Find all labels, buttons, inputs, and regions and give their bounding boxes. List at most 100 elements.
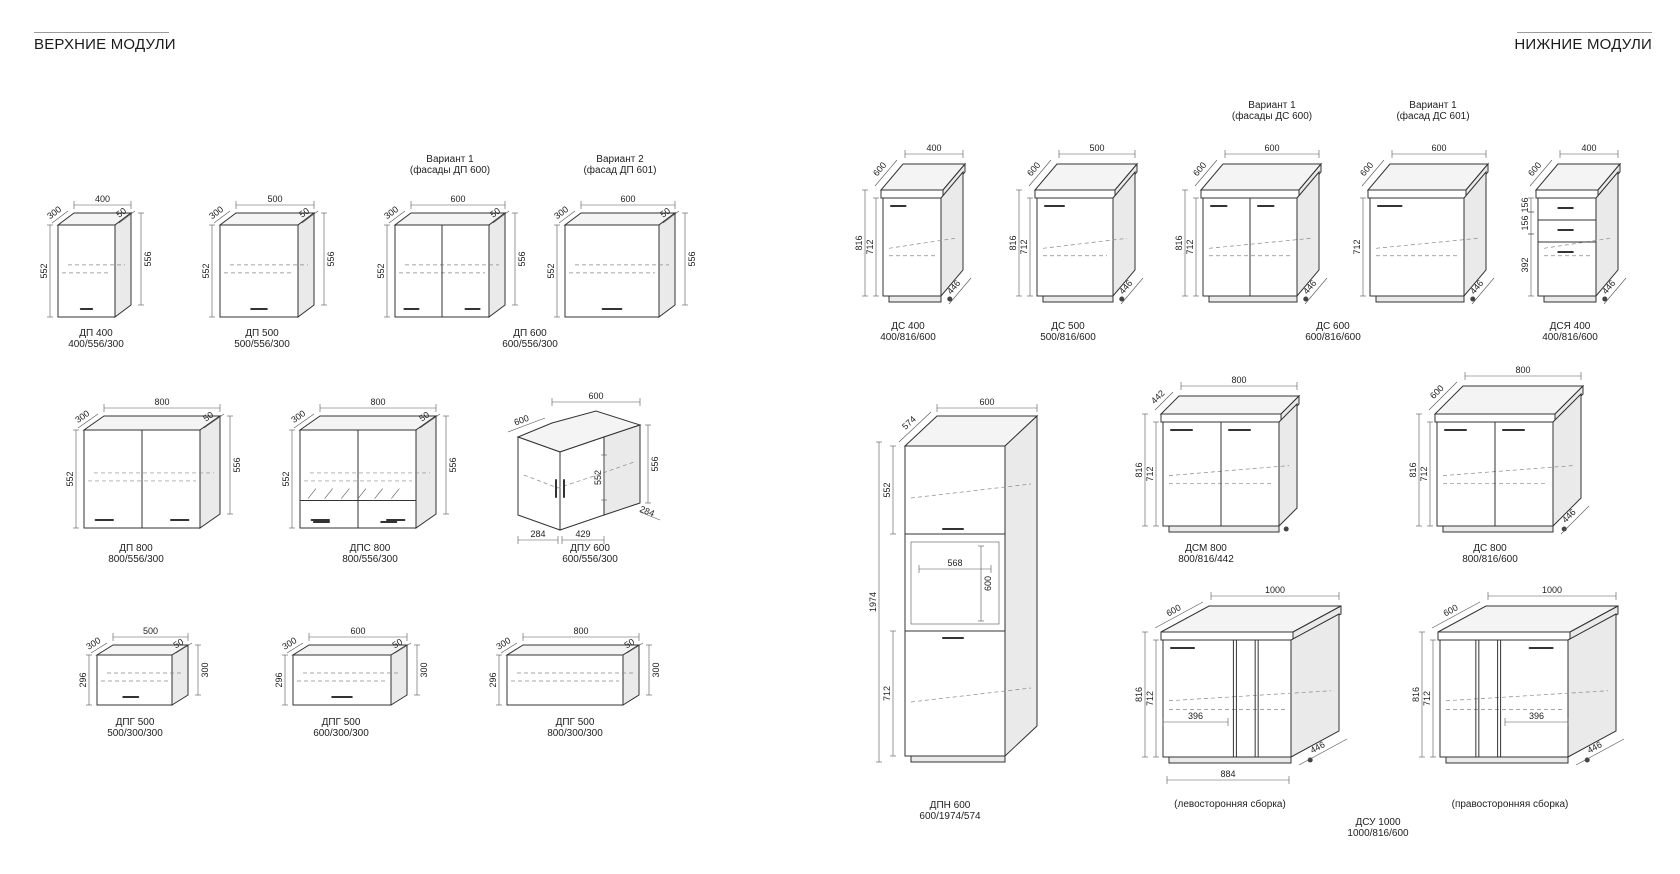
- dimension-label: 712: [882, 686, 892, 701]
- cabinet-top: [298, 415, 438, 431]
- dimension-label: 50: [114, 206, 128, 220]
- dimension-label: 712: [865, 239, 875, 254]
- dimension-label: 50: [201, 410, 215, 424]
- dimension-label: 600: [620, 194, 635, 204]
- dimension-label: 50: [297, 206, 311, 220]
- glass-hatch: [357, 488, 367, 499]
- module-caption: 600/556/300: [562, 554, 618, 565]
- module-caption: 400/556/300: [68, 339, 124, 350]
- dimension-label: 600: [1428, 383, 1446, 401]
- countertop-edge: [1160, 631, 1294, 641]
- module-caption: 800/300/300: [547, 728, 603, 739]
- dimension-label: 400: [95, 194, 110, 204]
- countertop-top: [1159, 395, 1301, 415]
- dimension-label: 50: [488, 206, 502, 220]
- dimension-label: 552: [546, 263, 556, 278]
- dimension-line: [1529, 159, 1553, 187]
- shelf-line: [1445, 690, 1609, 702]
- cabinet-front: [292, 654, 392, 706]
- module-caption: ДП 600: [513, 328, 547, 339]
- dimension-label: 600: [1025, 160, 1042, 178]
- dimension-label: 300: [73, 408, 91, 425]
- module-caption: ДП 400: [79, 328, 113, 339]
- dimension-label: 552: [39, 263, 49, 278]
- dimension-line: [1560, 505, 1590, 535]
- cabinet-top: [291, 644, 409, 656]
- module-caption: Вариант 2: [596, 154, 644, 165]
- dimension-label: 400: [926, 143, 941, 153]
- dimension-line: [1471, 277, 1495, 305]
- dimension-label: 556: [687, 251, 697, 266]
- cabinet-leg: [1283, 526, 1289, 532]
- dimension-label: 600: [1191, 160, 1208, 178]
- module-caption: 500/300/300: [107, 728, 163, 739]
- module-caption: 400/816/600: [880, 332, 936, 343]
- dimension-line: [500, 642, 518, 654]
- dimension-label: 50: [391, 637, 405, 651]
- dimension-label: 300: [280, 635, 298, 651]
- dimension-label: 396: [1188, 711, 1203, 721]
- dimension-label: 600: [1165, 602, 1183, 618]
- glass-hatch: [374, 488, 383, 499]
- dimension-label: 552: [201, 263, 211, 278]
- shelf-line: [1442, 465, 1574, 476]
- dimension-line: [898, 411, 932, 443]
- dimension-label: 500: [267, 194, 282, 204]
- dimension-label: 396: [1529, 711, 1544, 721]
- cabinet-plinth: [1168, 756, 1292, 764]
- dimension-label: 392: [1520, 257, 1530, 272]
- cabinet-plinth: [888, 295, 942, 303]
- dimension-label: 884: [1220, 769, 1235, 779]
- dimension-line: [1298, 738, 1348, 766]
- dimension-label: 556: [650, 456, 660, 471]
- dimension-label: 556: [326, 251, 336, 266]
- dimension-label: 556: [232, 457, 242, 472]
- oven-niche: [910, 541, 1000, 625]
- dimension-line: [558, 210, 576, 224]
- dimension-line: [1120, 277, 1144, 305]
- dimension-line: [51, 210, 69, 224]
- countertop-edge: [1200, 189, 1300, 199]
- dimension-line: [507, 417, 546, 433]
- dimension-label: 600: [450, 194, 465, 204]
- cabinet-plinth: [1208, 295, 1298, 303]
- dimension-line: [1194, 159, 1218, 187]
- module-caption: 600/1974/574: [919, 811, 981, 822]
- cabinet-side: [1278, 402, 1298, 528]
- dimension-line: [948, 277, 972, 305]
- cabinet-leg: [1119, 296, 1125, 302]
- upper-modules-title: ВЕРХНИЕ МОДУЛИ: [34, 32, 176, 53]
- dimension-label: 1974: [868, 592, 878, 612]
- dimension-line: [1575, 738, 1625, 766]
- cabinet-leg: [1602, 296, 1608, 302]
- module-caption: ДП 800: [119, 543, 153, 554]
- shelf-line: [1168, 465, 1290, 476]
- cabinet-top: [563, 212, 677, 226]
- module-caption: ДС 800: [1473, 543, 1507, 554]
- cabinet-plinth: [1042, 295, 1114, 303]
- dimension-line: [203, 413, 225, 429]
- dimension-label: 156: [1520, 215, 1530, 230]
- dimension-label: 50: [658, 206, 672, 220]
- cabinet-leg: [947, 296, 953, 302]
- dimension-label: 552: [65, 471, 75, 486]
- dimension-label: 300: [45, 204, 63, 221]
- module-caption: ДПН 600: [930, 800, 971, 811]
- cabinet-leg: [1303, 296, 1309, 302]
- cabinet-side: [171, 644, 189, 706]
- dimension-label: 712: [1185, 239, 1195, 254]
- dimension-label: 500: [143, 626, 158, 636]
- dimension-line: [1028, 159, 1052, 187]
- cabinet-front: [1537, 197, 1597, 297]
